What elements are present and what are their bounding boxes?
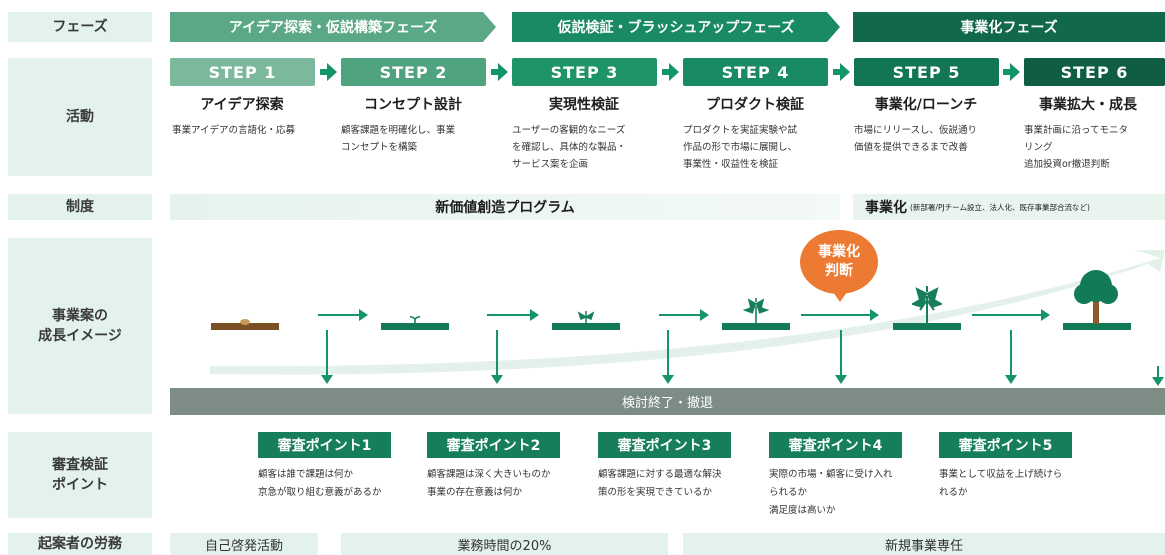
- growth-swoosh: [210, 250, 1165, 375]
- step-4: STEP 4: [683, 58, 828, 86]
- step-arrow: [662, 63, 679, 81]
- young-tree-ground: [893, 323, 961, 330]
- step-3-title: 実現性検証: [549, 97, 619, 113]
- withdraw-arrow: [1152, 366, 1164, 386]
- withdraw-arrow: [491, 330, 503, 384]
- step-1-desc: 事業アイデアの言語化・応募: [172, 125, 296, 136]
- step-arrow: [491, 63, 508, 81]
- review-point-2: 審査ポイント2: [427, 432, 560, 458]
- review-point-4: 審査ポイント4: [769, 432, 902, 458]
- withdraw-arrow: [662, 330, 674, 384]
- row-label-labor: 起案者の労務: [8, 533, 152, 555]
- step-3-desc: ユーザーの客観的なニーズ を確認し、具体的な製品・ サービス案を企画: [512, 125, 627, 170]
- phase-validation: 仮説検証・ブラッシュアップフェーズ: [512, 12, 840, 42]
- phase-commercialization: 事業化フェーズ: [853, 12, 1165, 42]
- commercialization-note: (新部署/PJチーム設立、法人化、既存事業部合流など): [910, 202, 1090, 212]
- program-bar: 新価値創造プログラム: [170, 194, 840, 220]
- labor-self-development: 自己啓発活動: [170, 533, 318, 555]
- decision-badge-pointer: [833, 292, 847, 302]
- withdraw-arrow: [321, 330, 333, 384]
- step-arrow: [833, 63, 850, 81]
- step-6-desc: 事業計画に沿ってモニタ リング 追加投資or撤退判断: [1024, 125, 1129, 170]
- review-point-4-desc: 実際の市場・顧客に受け入れ られるか 満足度は高いか: [769, 469, 893, 516]
- seed-icon: [240, 319, 250, 325]
- commercialization-bar: 事業化 (新部署/PJチーム設立、法人化、既存事業部合流など): [853, 194, 1165, 220]
- growth-arrow: [659, 309, 709, 321]
- step-arrow: [1003, 63, 1020, 81]
- phase-ideation: アイデア探索・仮説構築フェーズ: [170, 12, 496, 42]
- step-5-desc: 市場にリリースし、仮説通り 価値を提供できるまで改善: [854, 125, 978, 153]
- step-5-title: 事業化/ローンチ: [874, 97, 978, 113]
- step-2-title: コンセプト設計: [364, 97, 462, 113]
- tree-icon: [1074, 270, 1118, 324]
- labor-20-percent: 業務時間の20%: [341, 533, 668, 555]
- sprout-ground: [381, 323, 449, 330]
- row-label-activity: 活動: [8, 58, 152, 176]
- review-point-2-desc: 顧客課題は深く大きいものか 事業の存在意義は何か: [427, 469, 551, 498]
- step-6: STEP 6: [1024, 58, 1165, 86]
- row-label-system: 制度: [8, 194, 152, 220]
- step-1-title: アイデア探索: [200, 97, 284, 113]
- review-point-3: 審査ポイント3: [598, 432, 731, 458]
- withdraw-arrow: [835, 330, 847, 384]
- row-label-growth: 事業案の 成長イメージ: [8, 238, 152, 414]
- step-5: STEP 5: [854, 58, 999, 86]
- seedling-ground: [552, 323, 620, 330]
- growth-arrow: [801, 309, 879, 321]
- step-arrow: [320, 63, 337, 81]
- plant-icon: [743, 298, 769, 324]
- review-point-1-desc: 顧客は誰で課題は何か 京急が取り組む意義があるか: [258, 469, 382, 498]
- seedling-icon: [577, 311, 595, 324]
- step-2: STEP 2: [341, 58, 486, 86]
- step-4-title: プロダクト検証: [706, 97, 804, 113]
- step-1: STEP 1: [170, 58, 315, 86]
- step-4-desc: プロダクトを実証実験や試 作品の形で市場に展開し、 事業性・収益性を検証: [683, 125, 798, 170]
- growth-arrow: [972, 309, 1050, 321]
- tree-ground: [1063, 323, 1131, 330]
- sprout-icon: [409, 316, 421, 324]
- step-6-title: 事業拡大・成長: [1039, 97, 1137, 113]
- review-point-1: 審査ポイント1: [258, 432, 391, 458]
- decision-badge: 事業化 判断: [800, 230, 878, 294]
- withdraw-arrow: [1005, 330, 1017, 384]
- row-label-phase: フェーズ: [8, 12, 152, 42]
- exit-bar: 検討終了・撤退: [170, 388, 1165, 415]
- review-point-5: 審査ポイント5: [939, 432, 1072, 458]
- young-tree-icon: [912, 286, 942, 324]
- seed-ground: [211, 323, 279, 330]
- commercialization-label: 事業化: [865, 200, 907, 216]
- review-point-3-desc: 顧客課題に対する最適な解決 策の形を実現できているか: [598, 469, 722, 498]
- step-3: STEP 3: [512, 58, 657, 86]
- review-point-5-desc: 事業として収益を上げ続けら れるか: [939, 469, 1063, 498]
- step-2-desc: 顧客課題を明確化し、事業 コンセプトを構築: [341, 125, 456, 153]
- growth-arrow: [487, 309, 539, 321]
- plant-ground: [722, 323, 790, 330]
- row-label-review: 審査検証 ポイント: [8, 432, 152, 518]
- labor-dedicated: 新規事業専任: [683, 533, 1165, 555]
- growth-arrow: [318, 309, 368, 321]
